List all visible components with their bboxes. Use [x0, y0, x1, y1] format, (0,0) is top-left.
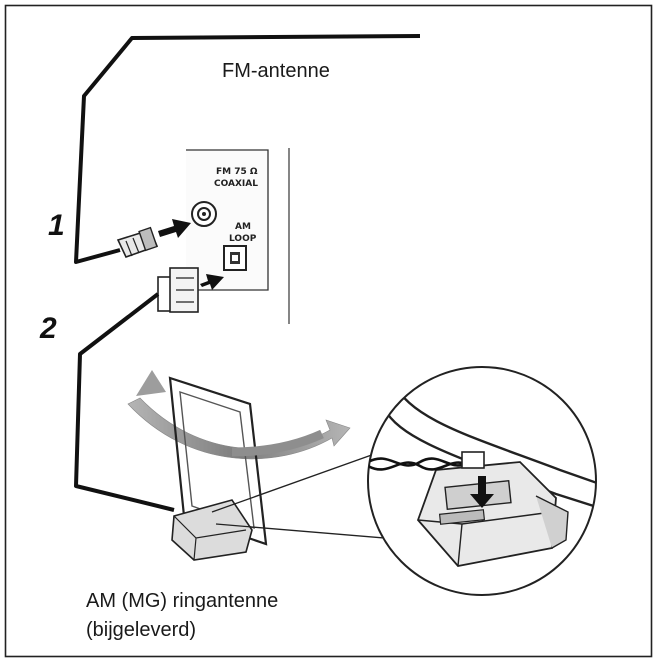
am-loop-antenna [168, 376, 268, 561]
rotation-arrow [127, 397, 351, 460]
step-1-number: 1 [48, 209, 65, 242]
am-port-label-2: LOOP [229, 234, 257, 244]
am-connector-plug [157, 267, 199, 313]
insert-arrow-fm [158, 219, 191, 238]
magnified-inset [367, 366, 597, 596]
rotation-arrowhead-left [136, 370, 166, 396]
am-port-label: AM [235, 222, 251, 232]
fm-coaxial-jack [191, 201, 217, 227]
zoom-line-top [211, 451, 381, 513]
am-loop-terminal [223, 245, 247, 271]
fm-antenna-wire [74, 34, 421, 264]
fm-port-label-2: COAXIAL [214, 179, 258, 189]
fm-port-label: FM 75 Ω [216, 167, 258, 177]
rotation-arrow-front [231, 429, 324, 457]
am-antenna-label-line1: AM (MG) ringantenne [86, 590, 278, 612]
fm-antenna-label: FM-antenne [222, 60, 330, 82]
diagram-frame [4, 4, 653, 658]
rear-panel-outline [186, 149, 269, 291]
insert-arrow-down [470, 476, 494, 508]
zoom-line-bottom [215, 523, 385, 539]
fm-coaxial-plug [116, 226, 159, 258]
am-antenna-label-line2: (bijgeleverd) [86, 619, 196, 641]
am-antenna-wire [74, 292, 175, 512]
step-2-number: 2 [39, 312, 57, 345]
insert-arrow-am [200, 274, 224, 290]
